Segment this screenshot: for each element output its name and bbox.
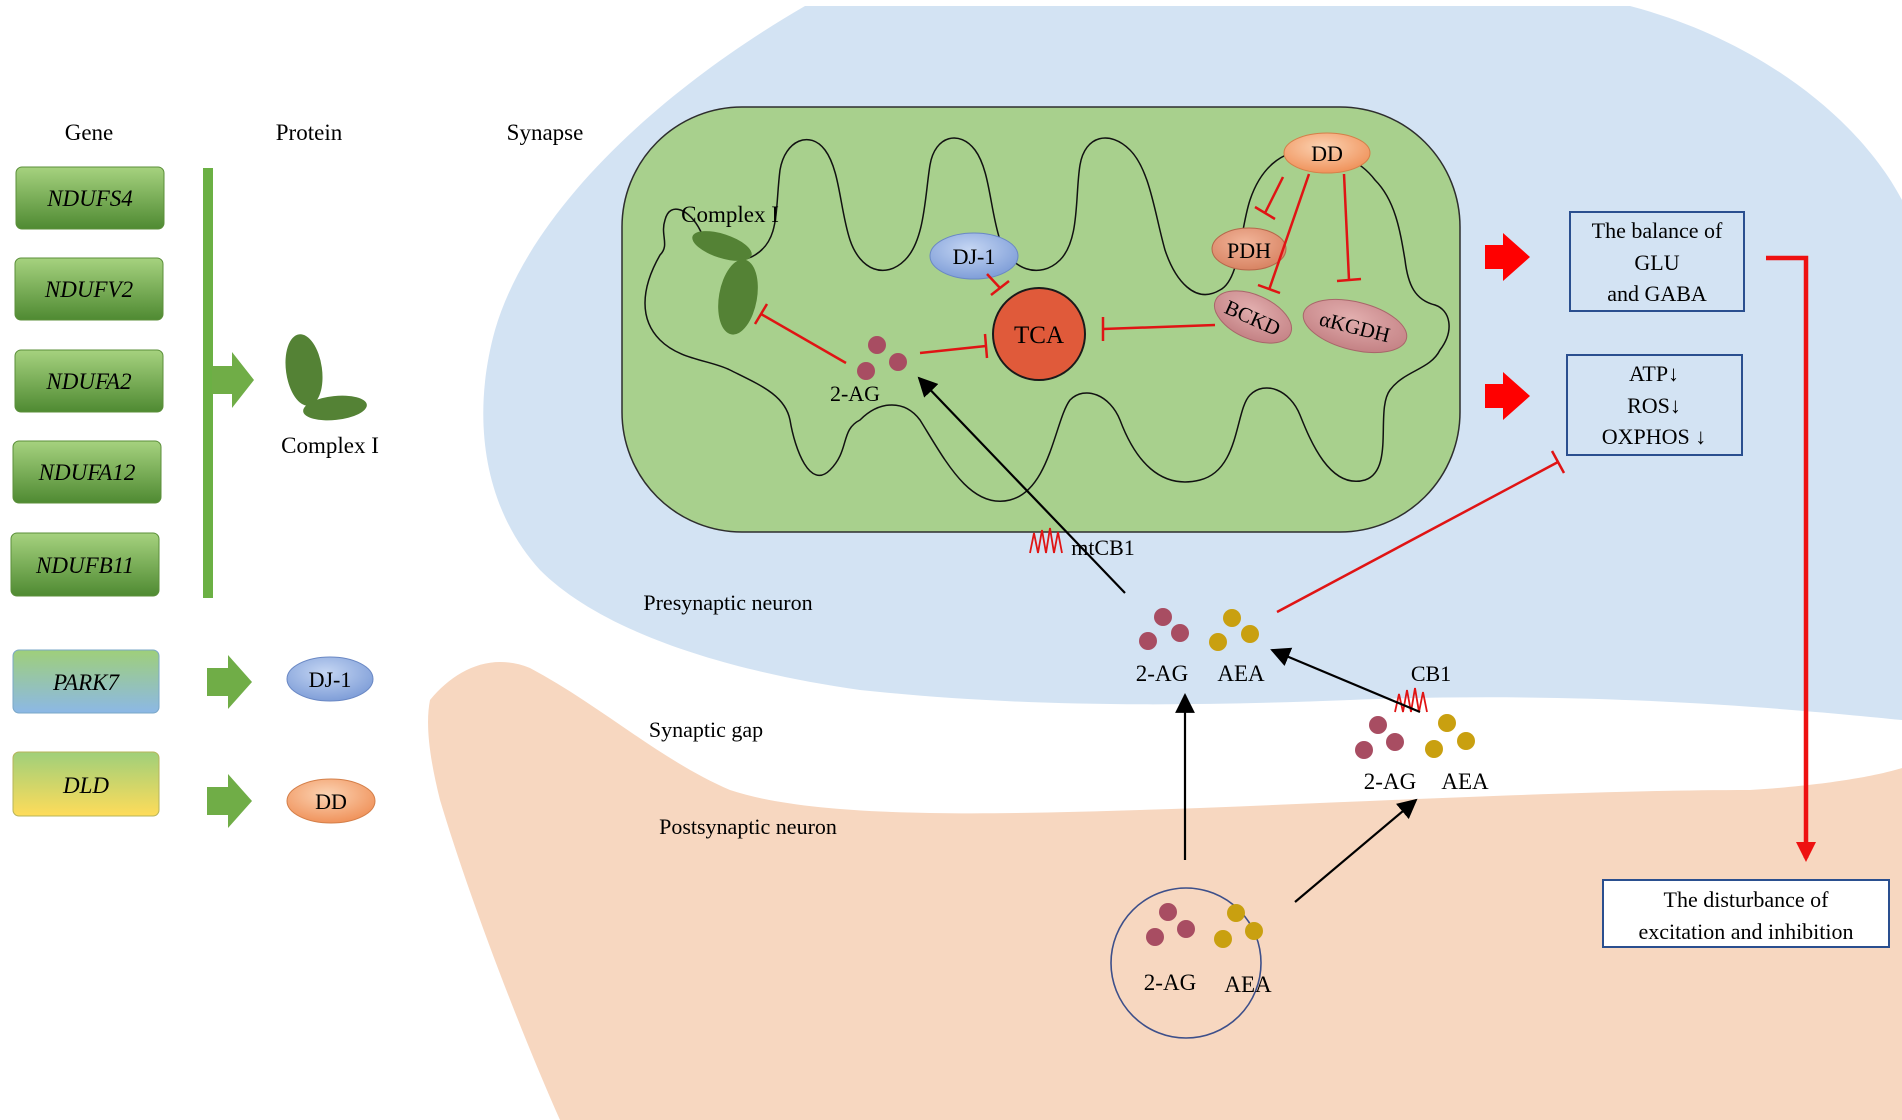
red-connector-line	[1766, 255, 1809, 858]
vesicle-aea-dots	[1214, 904, 1263, 948]
tca-label: TCA	[1014, 322, 1064, 349]
gene-box-park7: PARK7	[12, 649, 160, 714]
vesicle-2ag-dots	[1146, 903, 1195, 946]
mito-2ag-label: 2-AG	[830, 381, 880, 406]
mitochondrion-cristae	[644, 137, 1450, 503]
pre-aea-dots	[1209, 609, 1259, 651]
gene-box-ndufs4: NDUFS4	[15, 166, 165, 230]
synaptic-gap-label: Synaptic gap	[649, 717, 763, 742]
gene-label: NDUFA12	[38, 460, 136, 485]
red-arrow-energy	[1485, 372, 1530, 420]
aea-inhibition-line	[1276, 450, 1566, 614]
gap-2ag-label: 2-AG	[1364, 769, 1416, 794]
dd-protein-oval: DD	[286, 778, 376, 824]
balance-line-1: The balance of	[1592, 218, 1723, 243]
cb1-label: CB1	[1411, 661, 1451, 686]
gene-box-ndufv2: NDUFV2	[14, 257, 164, 321]
mito-complex-i-icon	[692, 231, 758, 335]
red-arrow-balance	[1485, 233, 1530, 281]
mito-complex-i-label: Complex I	[681, 202, 779, 227]
gene-group-bracket	[203, 168, 213, 598]
gene-label: NDUFS4	[46, 186, 133, 211]
disturbance-line-2: excitation and inhibition	[1638, 919, 1853, 944]
gene-box-ndufa12: NDUFA12	[12, 440, 162, 504]
green-arrow-dj1	[207, 655, 252, 709]
mtcb1-receptor-icon	[1029, 527, 1063, 554]
green-arrow-complex-i	[212, 352, 254, 408]
gene-label: NDUFA2	[45, 369, 131, 394]
pre-2ag-label: 2-AG	[1136, 661, 1188, 686]
energy-line-1: ATP↓	[1629, 361, 1679, 386]
postsynaptic-vesicle	[1110, 887, 1262, 1039]
mito-2ag-dots	[857, 336, 907, 380]
akgdh-oval: αKGDH	[1302, 298, 1408, 354]
pre-2ag-dots	[1139, 608, 1189, 650]
mito-dj1-oval: DJ-1	[929, 232, 1019, 280]
gene-box-dld: DLD	[12, 751, 160, 817]
complex-i-protein-icon	[285, 334, 367, 421]
inhibition-lines	[753, 173, 1362, 365]
synapse-header: Synapse	[507, 120, 584, 145]
gene-header: Gene	[65, 120, 114, 145]
dj1-protein-label: DJ-1	[309, 667, 352, 692]
pdh-oval: PDH	[1211, 227, 1287, 271]
dj1-protein-oval: DJ-1	[286, 656, 374, 702]
gap-2ag-dots	[1355, 716, 1404, 759]
gap-aea-dots	[1425, 714, 1475, 758]
postsynaptic-label: Postsynaptic neuron	[659, 814, 837, 839]
mito-dd-oval: DD	[1283, 132, 1371, 174]
pre-aea-label: AEA	[1217, 661, 1265, 686]
disturbance-line-1: The disturbance of	[1664, 887, 1830, 912]
gene-label: DLD	[62, 773, 109, 798]
tca-cycle-node: TCA	[992, 287, 1086, 381]
black-arrows	[917, 376, 1421, 903]
cb1-receptor-icon	[1394, 687, 1428, 713]
vesicle-aea-label: AEA	[1224, 972, 1272, 997]
energy-outcome-box: ATP↓ ROS↓ OXPHOS ↓	[1566, 354, 1743, 456]
gene-label: PARK7	[52, 670, 121, 695]
green-arrow-dd	[207, 774, 252, 828]
energy-line-2: ROS↓	[1627, 393, 1681, 418]
balance-outcome-box: The balance of GLU and GABA	[1569, 211, 1745, 312]
vesicle-2ag-label: 2-AG	[1144, 970, 1196, 995]
protein-header: Protein	[276, 120, 343, 145]
energy-line-3: OXPHOS ↓	[1602, 424, 1707, 449]
disturbance-outcome-box: The disturbance of excitation and inhibi…	[1602, 879, 1890, 948]
mito-dd-label: DD	[1311, 141, 1343, 166]
gene-label: NDUFB11	[35, 553, 134, 578]
balance-line-2: GLU	[1634, 250, 1679, 275]
complex-i-protein-label: Complex I	[281, 433, 379, 458]
pdh-label: PDH	[1227, 238, 1271, 263]
presynaptic-label: Presynaptic neuron	[643, 590, 812, 615]
dd-protein-label: DD	[315, 789, 347, 814]
mito-dj1-label: DJ-1	[953, 244, 996, 269]
gap-aea-label: AEA	[1441, 769, 1489, 794]
gene-label: NDUFV2	[44, 277, 133, 302]
gene-box-ndufa2: NDUFA2	[14, 349, 164, 413]
balance-line-3: and GABA	[1607, 281, 1707, 306]
gene-box-ndufb11: NDUFB11	[10, 532, 160, 597]
red-connector-arrowhead	[1796, 842, 1816, 862]
